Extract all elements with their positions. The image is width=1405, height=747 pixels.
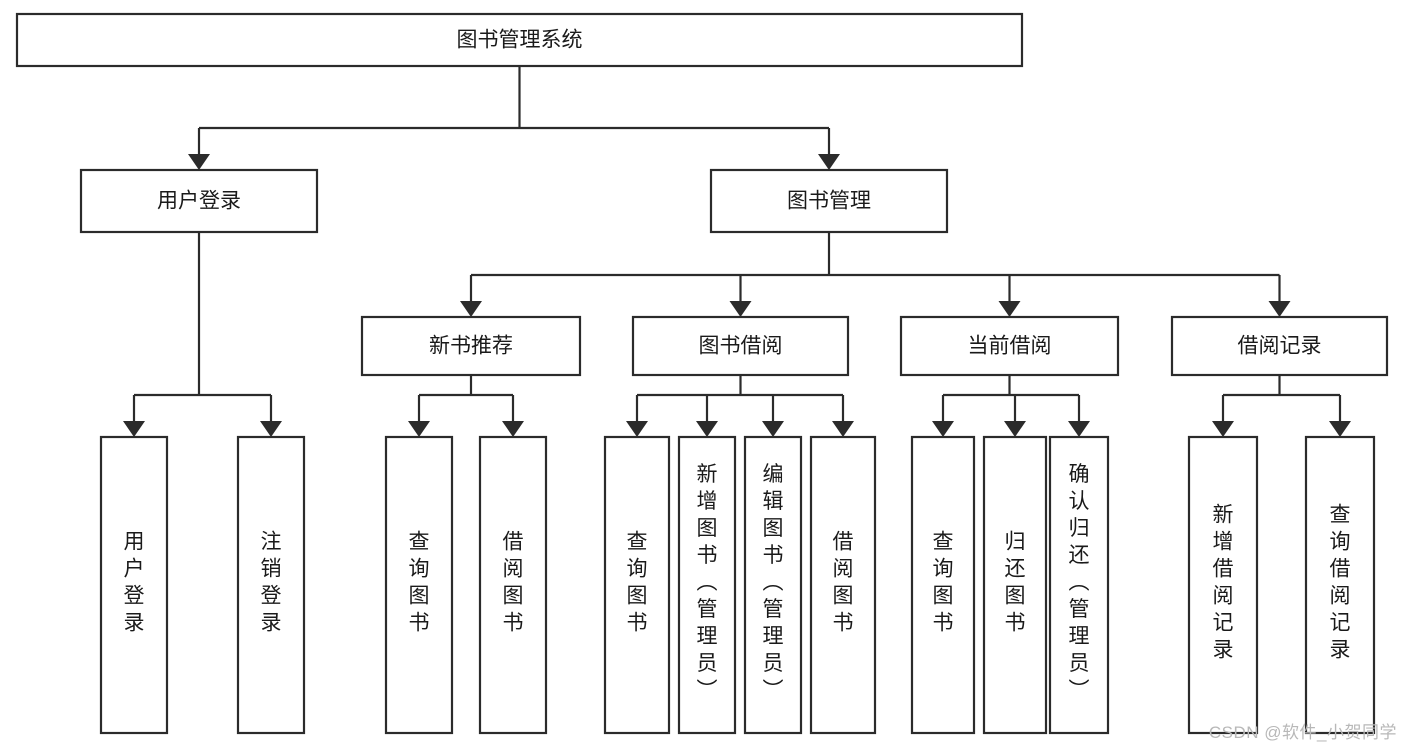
node-label-l3-new-book: 新书推荐 bbox=[429, 335, 513, 358]
node-leaf-query-record[interactable]: 查询借阅记录 bbox=[1304, 435, 1376, 735]
arrow-head-icon bbox=[460, 301, 482, 317]
node-label-leaf-add-record: 新增借阅记录 bbox=[1213, 504, 1234, 662]
node-label-root: 图书管理系统 bbox=[457, 29, 583, 52]
node-label-l3-record: 借阅记录 bbox=[1238, 335, 1322, 358]
node-box-leaf-return-book bbox=[982, 435, 1048, 735]
node-leaf-borrow-book-2[interactable]: 借阅图书 bbox=[809, 435, 877, 735]
connector-group-l3-current bbox=[932, 375, 1090, 437]
node-box-l3-current bbox=[899, 315, 1120, 377]
arrow-head-icon bbox=[1329, 421, 1351, 437]
node-l3-borrow[interactable]: 图书借阅 bbox=[631, 315, 850, 377]
node-box-leaf-confirm-return bbox=[1048, 435, 1110, 735]
arrow-head-icon bbox=[1268, 301, 1291, 317]
node-label-leaf-return-book: 归还图书 bbox=[1005, 531, 1026, 635]
node-label-leaf-user-login: 用户登录 bbox=[124, 531, 145, 635]
node-leaf-add-book[interactable]: 新增图书︵管理员︶ bbox=[677, 435, 737, 735]
arrow-head-icon bbox=[188, 154, 210, 170]
node-leaf-add-record[interactable]: 新增借阅记录 bbox=[1187, 435, 1259, 735]
node-box-leaf-query-book-3 bbox=[910, 435, 976, 735]
node-label-l3-borrow: 图书借阅 bbox=[699, 335, 783, 358]
arrow-head-icon bbox=[502, 421, 524, 437]
arrow-head-icon bbox=[932, 421, 954, 437]
node-leaf-query-book-3[interactable]: 查询图书 bbox=[910, 435, 976, 735]
node-label-leaf-borrow-book-1: 借阅图书 bbox=[503, 531, 524, 635]
connector-group-l3-borrow bbox=[626, 375, 854, 437]
node-label-leaf-borrow-book-2: 借阅图书 bbox=[833, 531, 854, 635]
node-l3-current[interactable]: 当前借阅 bbox=[899, 315, 1120, 377]
node-box-leaf-add-record bbox=[1187, 435, 1259, 735]
arrow-head-icon bbox=[998, 301, 1021, 317]
node-leaf-logout[interactable]: 注销登录 bbox=[236, 435, 306, 735]
node-l2-book-manage[interactable]: 图书管理 bbox=[709, 168, 949, 234]
node-label-leaf-query-book-3: 查询图书 bbox=[933, 531, 954, 635]
arrow-head-icon bbox=[408, 421, 430, 437]
node-box-l3-record bbox=[1170, 315, 1389, 377]
connector-group-root bbox=[188, 66, 840, 170]
node-box-leaf-query-book-2 bbox=[603, 435, 671, 735]
node-box-leaf-query-book-1 bbox=[384, 435, 454, 735]
node-label-l2-book-manage: 图书管理 bbox=[787, 190, 871, 213]
node-box-l3-borrow bbox=[631, 315, 850, 377]
node-leaf-edit-book[interactable]: 编辑图书︵管理员︶ bbox=[743, 435, 803, 735]
node-leaf-return-book[interactable]: 归还图书 bbox=[982, 435, 1048, 735]
connectors-layer bbox=[123, 66, 1351, 437]
arrow-head-icon bbox=[696, 421, 718, 437]
node-label-l2-user-login: 用户登录 bbox=[157, 190, 241, 213]
node-box-leaf-logout bbox=[236, 435, 306, 735]
node-label-leaf-logout: 注销登录 bbox=[261, 531, 282, 635]
node-leaf-query-book-2[interactable]: 查询图书 bbox=[603, 435, 671, 735]
node-leaf-query-book-1[interactable]: 查询图书 bbox=[384, 435, 454, 735]
arrow-head-icon bbox=[832, 421, 854, 437]
connector-group-l3-new-book bbox=[408, 375, 524, 437]
node-label-l3-current: 当前借阅 bbox=[968, 335, 1052, 358]
node-label-leaf-add-book: 新增图书︵管理员︶ bbox=[697, 463, 718, 702]
connector-group-l2-user-login bbox=[123, 232, 282, 437]
arrow-head-icon bbox=[762, 421, 784, 437]
node-label-leaf-query-record: 查询借阅记录 bbox=[1330, 504, 1351, 662]
node-box-l2-user-login bbox=[79, 168, 319, 234]
arrow-head-icon bbox=[729, 301, 752, 317]
node-label-leaf-confirm-return: 确认归还︵管理员︶ bbox=[1069, 463, 1090, 702]
node-root[interactable]: 图书管理系统 bbox=[15, 12, 1024, 68]
node-label-leaf-edit-book: 编辑图书︵管理员︶ bbox=[763, 463, 784, 702]
node-leaf-borrow-book-1[interactable]: 借阅图书 bbox=[478, 435, 548, 735]
arrow-head-icon bbox=[626, 421, 648, 437]
node-label-leaf-query-book-2: 查询图书 bbox=[627, 531, 648, 635]
node-box-leaf-user-login bbox=[99, 435, 169, 735]
node-box-l2-book-manage bbox=[709, 168, 949, 234]
connector-group-l3-record bbox=[1212, 375, 1351, 437]
node-box-leaf-query-record bbox=[1304, 435, 1376, 735]
node-l2-user-login[interactable]: 用户登录 bbox=[79, 168, 319, 234]
node-leaf-confirm-return[interactable]: 确认归还︵管理员︶ bbox=[1048, 435, 1110, 735]
node-box-leaf-borrow-book-2 bbox=[809, 435, 877, 735]
node-box-leaf-add-book bbox=[677, 435, 737, 735]
arrow-head-icon bbox=[260, 421, 282, 437]
arrow-head-icon bbox=[1068, 421, 1090, 437]
node-l3-new-book[interactable]: 新书推荐 bbox=[360, 315, 582, 377]
connector-group-l2-book-manage bbox=[460, 232, 1291, 317]
node-label-leaf-query-book-1: 查询图书 bbox=[409, 531, 430, 635]
node-leaf-user-login[interactable]: 用户登录 bbox=[99, 435, 169, 735]
node-l3-record[interactable]: 借阅记录 bbox=[1170, 315, 1389, 377]
arrow-head-icon bbox=[1004, 421, 1026, 437]
node-box-l3-new-book bbox=[360, 315, 582, 377]
arrow-head-icon bbox=[1212, 421, 1234, 437]
nodes-layer: 图书管理系统用户登录图书管理新书推荐图书借阅当前借阅借阅记录用户登录注销登录查询… bbox=[15, 12, 1389, 735]
node-box-leaf-borrow-book-1 bbox=[478, 435, 548, 735]
node-box-root bbox=[15, 12, 1024, 68]
arrow-head-icon bbox=[123, 421, 145, 437]
arrow-head-icon bbox=[818, 154, 840, 170]
node-box-leaf-edit-book bbox=[743, 435, 803, 735]
